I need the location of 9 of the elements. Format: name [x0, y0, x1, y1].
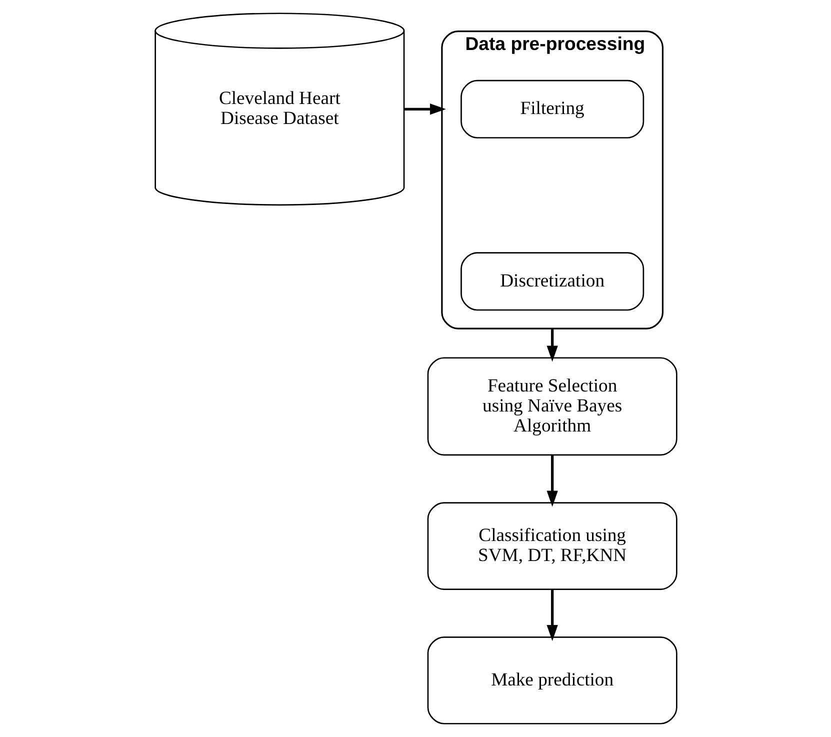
node-box: Filtering	[460, 80, 644, 138]
node-box: Discretization	[460, 252, 644, 311]
arrow	[546, 328, 558, 362]
arrow	[546, 455, 558, 507]
node-box: Feature Selection using Naïve Bayes Algorithm	[426, 357, 677, 456]
node-box: Make prediction	[426, 636, 677, 724]
node-box: Classification using SVM, DT, RF,KNN	[426, 502, 677, 590]
arrow	[404, 104, 446, 115]
arrow	[546, 589, 558, 641]
